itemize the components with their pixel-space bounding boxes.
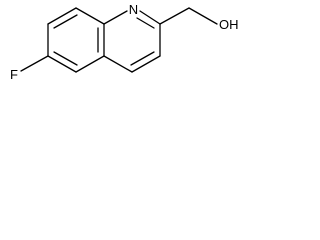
bond-c8-c7-inner	[53, 14, 78, 29]
bond-ch2-o	[188, 7, 218, 25]
bond-c8a-n1	[103, 10, 128, 25]
bond-c3-c4-inner	[130, 51, 155, 66]
bond-c3-c4	[131, 55, 161, 73]
atom-label-fluorine: F	[10, 67, 18, 82]
bond-c6-f	[20, 55, 49, 72]
bond-c5-c4a	[75, 55, 105, 73]
bond-c8a-c8	[75, 7, 105, 25]
atom-label-hydroxyl: OH	[219, 17, 239, 32]
atom-label-nitrogen: N	[129, 2, 138, 17]
structure-diagram: N OH F	[10, 2, 239, 82]
bond-c6-c5	[47, 55, 77, 73]
bond-c8-c7	[47, 7, 77, 25]
bond-n1-c2	[139, 10, 161, 25]
bond-c6-c5-inner	[53, 51, 78, 66]
bond-c2-ch2	[159, 7, 190, 25]
bond-n1-c2-inner	[136, 17, 155, 29]
bond-c4-c4a	[103, 55, 133, 73]
